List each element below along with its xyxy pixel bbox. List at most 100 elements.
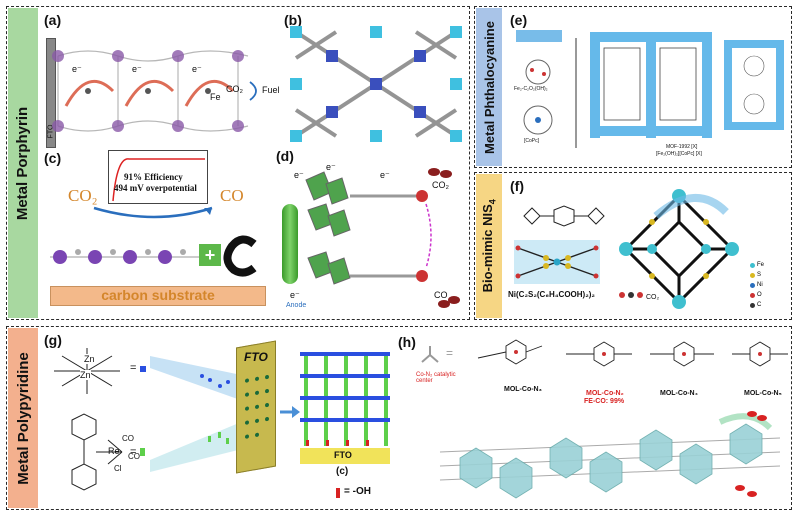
- phthalocyanine-sidebar: Metal Phthalocyanine: [476, 8, 502, 166]
- legend-s: S: [750, 270, 786, 280]
- equals-h: =: [446, 346, 454, 360]
- co-ligand-2: CO: [128, 452, 140, 461]
- oh-legend: = -OH: [344, 486, 371, 497]
- nis4-title: Bio-mimic NIS: [480, 204, 496, 293]
- co-label-d: CO: [434, 290, 448, 300]
- equals-green: =: [130, 446, 137, 458]
- copc-label: [CoPc]: [524, 138, 540, 144]
- fto-plate-label: FTO: [244, 350, 268, 364]
- polypyridine-sidebar: Metal Polypyridine: [8, 328, 38, 508]
- mol-label-2-fe: FE-CO: 99%: [584, 398, 625, 405]
- co2-to-fuel-arrow: [249, 81, 257, 101]
- panel-e-components: [516, 30, 577, 148]
- porphyrin-sidebar: Metal Porphyrin: [8, 8, 38, 318]
- fto-plate-g: [236, 340, 276, 474]
- plus-box: +: [199, 244, 221, 266]
- electron-label-a1: e⁻: [72, 64, 82, 74]
- ni-formula: Ni(C₂S₂(C₆H₄COOH)₂)₂: [508, 290, 595, 299]
- legend-ni: Ni: [750, 280, 786, 290]
- nis4-panel-frame: [474, 172, 792, 320]
- ni-complex-structure: [515, 245, 599, 279]
- re-bipyridine-complex: [71, 413, 123, 491]
- mol-label-1: MOL-Co-N₃: [504, 386, 542, 393]
- mof-label-line2: [Fe₂(OH)₂][CoPc] [X]: [656, 151, 702, 157]
- phthalocyanine-title: Metal Phthalocyanine: [481, 20, 497, 154]
- label-d: (d): [276, 148, 294, 164]
- panel-f-ligand: [523, 205, 605, 227]
- fto-electrode-a: [46, 38, 56, 148]
- efficiency-plot: [108, 150, 208, 204]
- carbon-substrate: carbon substrate: [50, 286, 266, 306]
- panel-d-framework: [305, 168, 460, 308]
- label-e: (e): [510, 12, 528, 28]
- fto-plate-dots: [245, 375, 269, 439]
- mol-label-4: MOL-Co-N₅: [744, 390, 782, 397]
- cl-ligand: Cl: [114, 464, 122, 473]
- co2-reactant: CO₂: [68, 186, 98, 205]
- mof-film-grid: [300, 352, 390, 464]
- deposition-beams: [150, 356, 246, 472]
- efficiency-text: 91% Efficiency: [124, 172, 183, 182]
- green-bar-marker: [140, 448, 145, 456]
- panel-b-network: [290, 26, 462, 142]
- mol-layer-lattice: [439, 411, 781, 499]
- co2-label-d: CO₂: [432, 180, 449, 190]
- process-arrow-g: [280, 406, 300, 418]
- legend-o: O: [750, 290, 786, 300]
- zn-label-2: Zn: [80, 370, 91, 380]
- mof-label-line1: MOF-1992 [X]: [666, 144, 698, 150]
- co-n2-center-symbol: [421, 346, 439, 363]
- porphyrin-panel-frame: [6, 6, 470, 320]
- panel-a-framework: [52, 50, 249, 132]
- ni-complex-box: [514, 240, 600, 284]
- film-sub-label: (c): [336, 466, 349, 477]
- oh-marker: [336, 488, 340, 498]
- mol-label-2: MOL-Co-N₂: [586, 390, 624, 397]
- label-a: (a): [44, 12, 62, 28]
- electron-label-a3: e⁻: [192, 64, 202, 74]
- legend-fe: Fe: [750, 260, 786, 270]
- porphyrin-title: Metal Porphyrin: [14, 106, 32, 220]
- linker-label: Fe₂-C₂O₂(OH)₂: [514, 86, 548, 92]
- label-b: (b): [284, 12, 302, 28]
- electron-label-a2: e⁻: [132, 64, 142, 74]
- electron-label-d2: e⁻: [326, 162, 336, 172]
- element-legend: Fe S Ni O C: [750, 260, 786, 316]
- co-ligand-1: CO: [122, 434, 134, 443]
- electron-label-d3: e⁻: [380, 170, 390, 180]
- phthalocyanine-panel-frame: [474, 6, 792, 168]
- fto-base-label: FTO: [334, 450, 352, 460]
- anode-label: Anode: [286, 302, 307, 309]
- legend-c: C: [750, 300, 786, 310]
- electron-label-d1: e⁻: [294, 170, 304, 180]
- polypyridine-title: Metal Polypyridine: [14, 351, 32, 485]
- fuel-label-a: Fuel: [262, 85, 280, 95]
- label-f: (f): [510, 178, 524, 194]
- co-product: CO: [220, 186, 244, 205]
- carbon-substrate-label: carbon substrate: [101, 287, 215, 303]
- equals-blue: =: [130, 362, 137, 374]
- anode-rod: [282, 204, 298, 284]
- label-h: (h): [398, 334, 416, 350]
- zn-label-1: Zn: [84, 354, 95, 364]
- carbon-c-glyph: [223, 235, 257, 277]
- panel-c-chain: [50, 249, 200, 264]
- panel-e-mof: [590, 32, 784, 138]
- nis4-title-sub: 4: [487, 199, 498, 205]
- label-c: (c): [44, 150, 62, 166]
- catalytic-center-label: Co-N₂ catalytic center: [416, 372, 456, 384]
- mol-co-molecules: [477, 339, 788, 367]
- mol-label-3: MOL-Co-N₄: [660, 390, 698, 397]
- co2-molecule-f: [619, 292, 643, 298]
- polypyridine-panel-frame: [6, 326, 792, 510]
- co2-label-f: CO₂: [646, 294, 660, 301]
- nis4-sidebar: Bio-mimic NIS4: [476, 174, 502, 318]
- electron-label-d4: e⁻: [290, 290, 300, 300]
- label-g: (g): [44, 332, 62, 348]
- panel-f-network: [619, 189, 739, 309]
- nis4-title-wrap: Bio-mimic NIS4: [480, 199, 498, 292]
- overpotential-text: 494 mV overpotential: [114, 183, 197, 193]
- re-label: Re: [108, 446, 120, 456]
- fe-label-a: Fe: [210, 92, 221, 102]
- co2-label-a: CO₂: [226, 84, 243, 94]
